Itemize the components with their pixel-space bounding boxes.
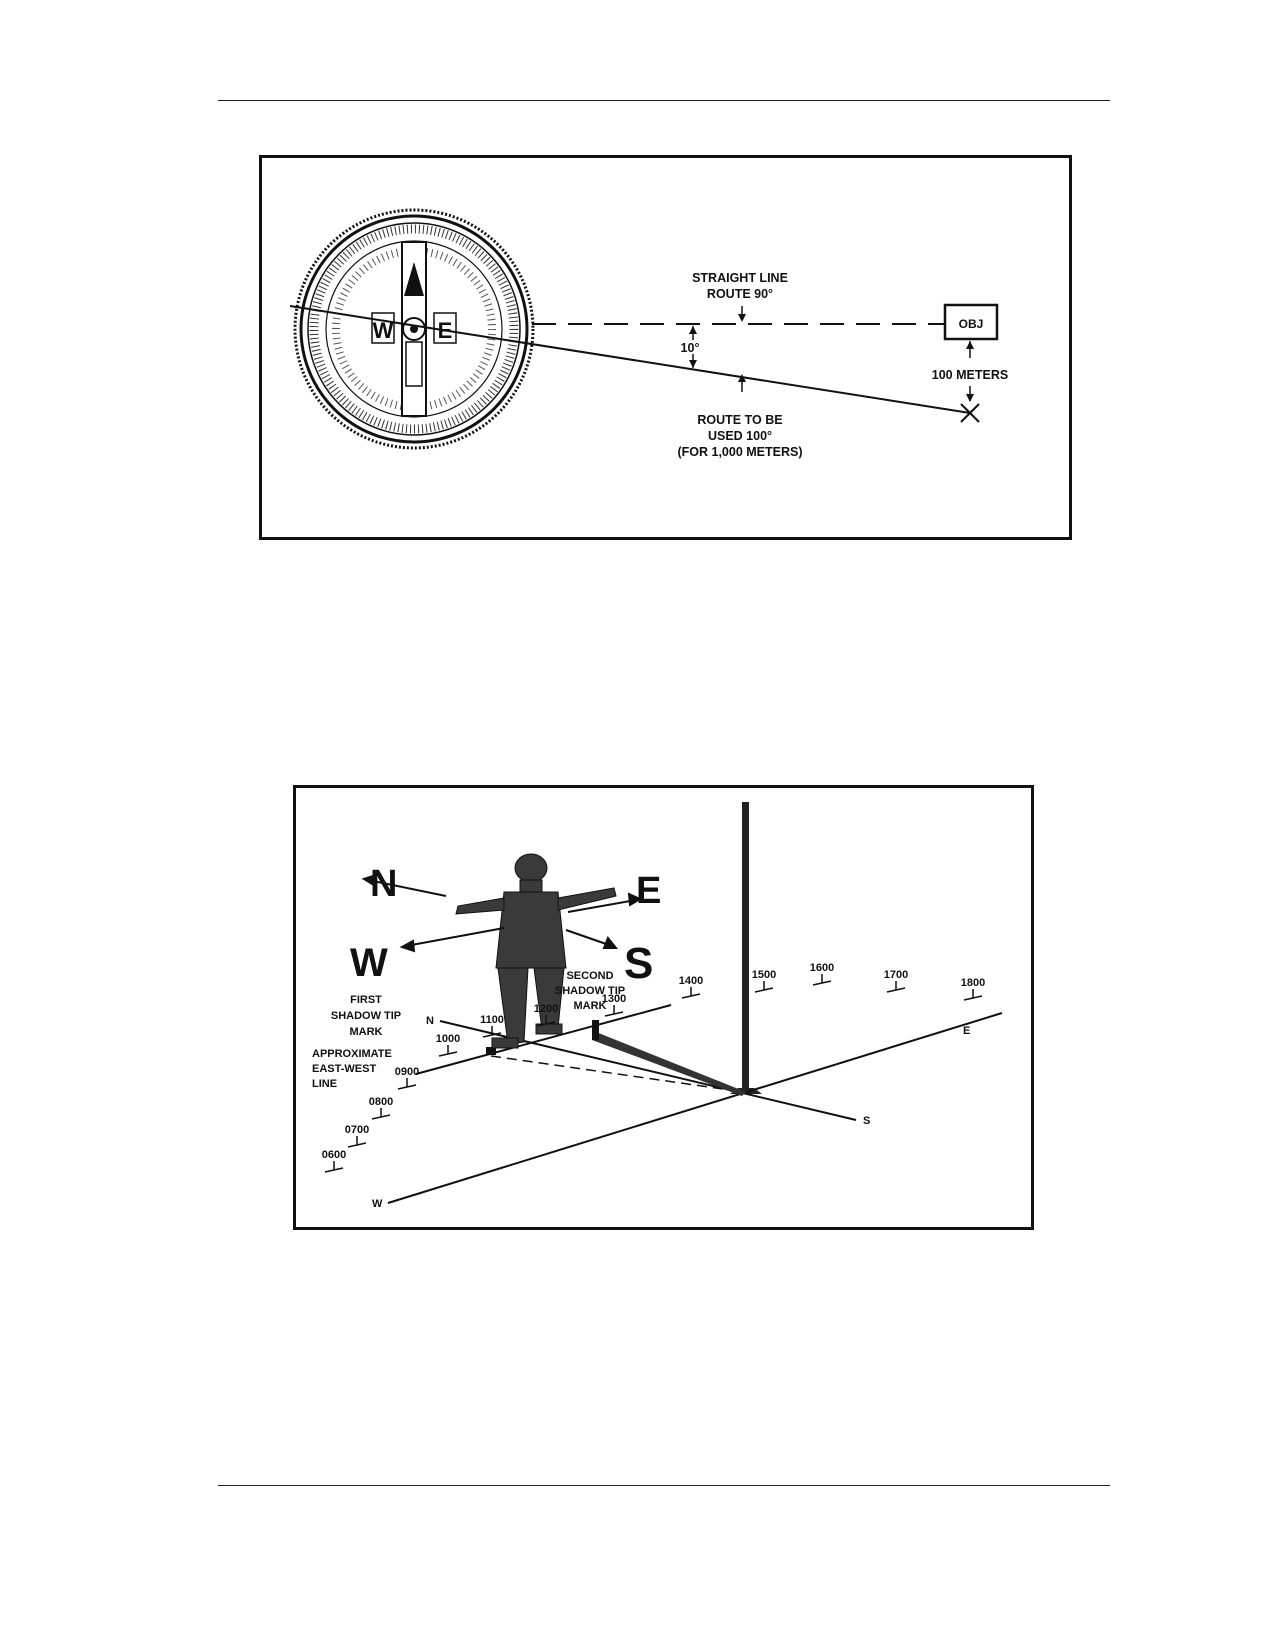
time-mark-0700 <box>347 1136 367 1148</box>
offset-diagram: W E OBJ <box>289 208 1008 459</box>
time-label-0700: 0700 <box>345 1124 369 1136</box>
compass-icon: W E <box>293 208 535 450</box>
first-tip-label-1: FIRST <box>350 994 382 1006</box>
time-label-1400: 1400 <box>679 975 703 987</box>
time-mark-1800 <box>963 989 983 1001</box>
figure-shadow-tip-method: N E W S FIRST SHADOW TIP MARK SECOND SHA… <box>293 785 1034 1230</box>
approx-ew-label-1: APPROXIMATE <box>312 1048 392 1060</box>
stick-shadow <box>592 1032 746 1096</box>
for-1000-meters-label: (FOR 1,000 METERS) <box>677 445 802 459</box>
route-90-label: ROUTE 90° <box>707 287 773 301</box>
big-east-letter: E <box>636 870 661 912</box>
axis-north-label: N <box>426 1015 434 1027</box>
second-tip-label-1: SECOND <box>566 970 613 982</box>
time-mark-1500 <box>754 981 774 993</box>
figure-deliberate-offset: W E OBJ <box>259 155 1072 540</box>
time-mark-1100 <box>482 1026 502 1038</box>
offset-route-line <box>289 305 971 414</box>
bottom-rule <box>218 1485 1110 1486</box>
big-north-letter: N <box>370 863 397 905</box>
ten-degree-arrows <box>689 326 697 368</box>
destination-x-icon <box>960 403 980 423</box>
time-label-0600: 0600 <box>322 1149 346 1161</box>
second-tip-label-2: SHADOW TIP <box>555 985 625 997</box>
offset-route-arrow <box>738 374 746 392</box>
time-label-1000: 1000 <box>436 1033 460 1045</box>
shadow-tip-diagram: N E W S FIRST SHADOW TIP MARK SECOND SHA… <box>312 802 1003 1210</box>
soldier-figure <box>455 853 617 1049</box>
time-mark-0600 <box>324 1161 344 1173</box>
time-mark-1400 <box>681 987 701 999</box>
axis-east-label: E <box>963 1025 970 1037</box>
time-label-1500: 1500 <box>752 969 776 981</box>
time-marks: 0600 0700 0800 0900 1000 1100 1200 1300 1400 1500… <box>322 962 985 1173</box>
time-label-1200: 1200 <box>534 1003 558 1015</box>
straight-route-arrow <box>738 306 746 322</box>
time-mark-1700 <box>886 981 906 993</box>
big-south-letter: S <box>624 939 653 988</box>
top-rule <box>218 100 1110 101</box>
time-mark-0800 <box>371 1108 391 1120</box>
north-south-axis <box>439 1020 857 1121</box>
approx-ew-label-3: LINE <box>312 1078 337 1090</box>
arrow-east-icon <box>567 892 643 913</box>
time-label-1300: 1300 <box>602 993 626 1005</box>
used-100-label: USED 100° <box>708 429 772 443</box>
shadow-link-dashed <box>490 1055 745 1093</box>
axis-west-label: W <box>372 1198 383 1210</box>
shadow-stick <box>742 802 749 1094</box>
time-mark-0900 <box>397 1078 417 1090</box>
objective-box <box>943 303 999 341</box>
time-mark-1600 <box>812 974 832 986</box>
time-label-1100: 1100 <box>480 1014 504 1026</box>
big-west-letter: W <box>350 941 388 985</box>
first-tip-label-3: MARK <box>350 1026 383 1038</box>
arrow-south-icon <box>565 929 619 949</box>
approx-ew-label-2: EAST-WEST <box>312 1063 376 1075</box>
hundred-meters-arrows <box>966 341 974 402</box>
second-shadow-marker <box>592 1020 599 1040</box>
time-mark-1200 <box>536 1015 556 1027</box>
approx-east-west-line <box>415 1004 672 1075</box>
axis-south-label: S <box>863 1115 870 1127</box>
east-west-axis <box>387 1012 1003 1204</box>
first-shadow-marker <box>486 1047 496 1055</box>
straight-line-label: STRAIGHT LINE <box>692 271 788 285</box>
second-tip-label-3: MARK <box>574 1000 607 1012</box>
hundred-meters-label: 100 METERS <box>932 368 1008 382</box>
time-label-0900: 0900 <box>395 1066 419 1078</box>
time-label-1600: 1600 <box>810 962 834 974</box>
time-label-0800: 0800 <box>369 1096 393 1108</box>
ten-degree-label: 10° <box>681 341 700 355</box>
compass-west-letter: W <box>373 318 394 343</box>
arrow-north-icon <box>361 873 447 897</box>
time-label-1800: 1800 <box>961 977 985 989</box>
time-label-1700: 1700 <box>884 969 908 981</box>
arrow-west-icon <box>399 927 505 953</box>
first-tip-label-2: SHADOW TIP <box>331 1010 401 1022</box>
objective-label: OBJ <box>959 317 984 331</box>
route-to-be-label: ROUTE TO BE <box>697 413 782 427</box>
time-mark-1300 <box>604 1005 624 1017</box>
time-mark-1000 <box>438 1045 458 1057</box>
